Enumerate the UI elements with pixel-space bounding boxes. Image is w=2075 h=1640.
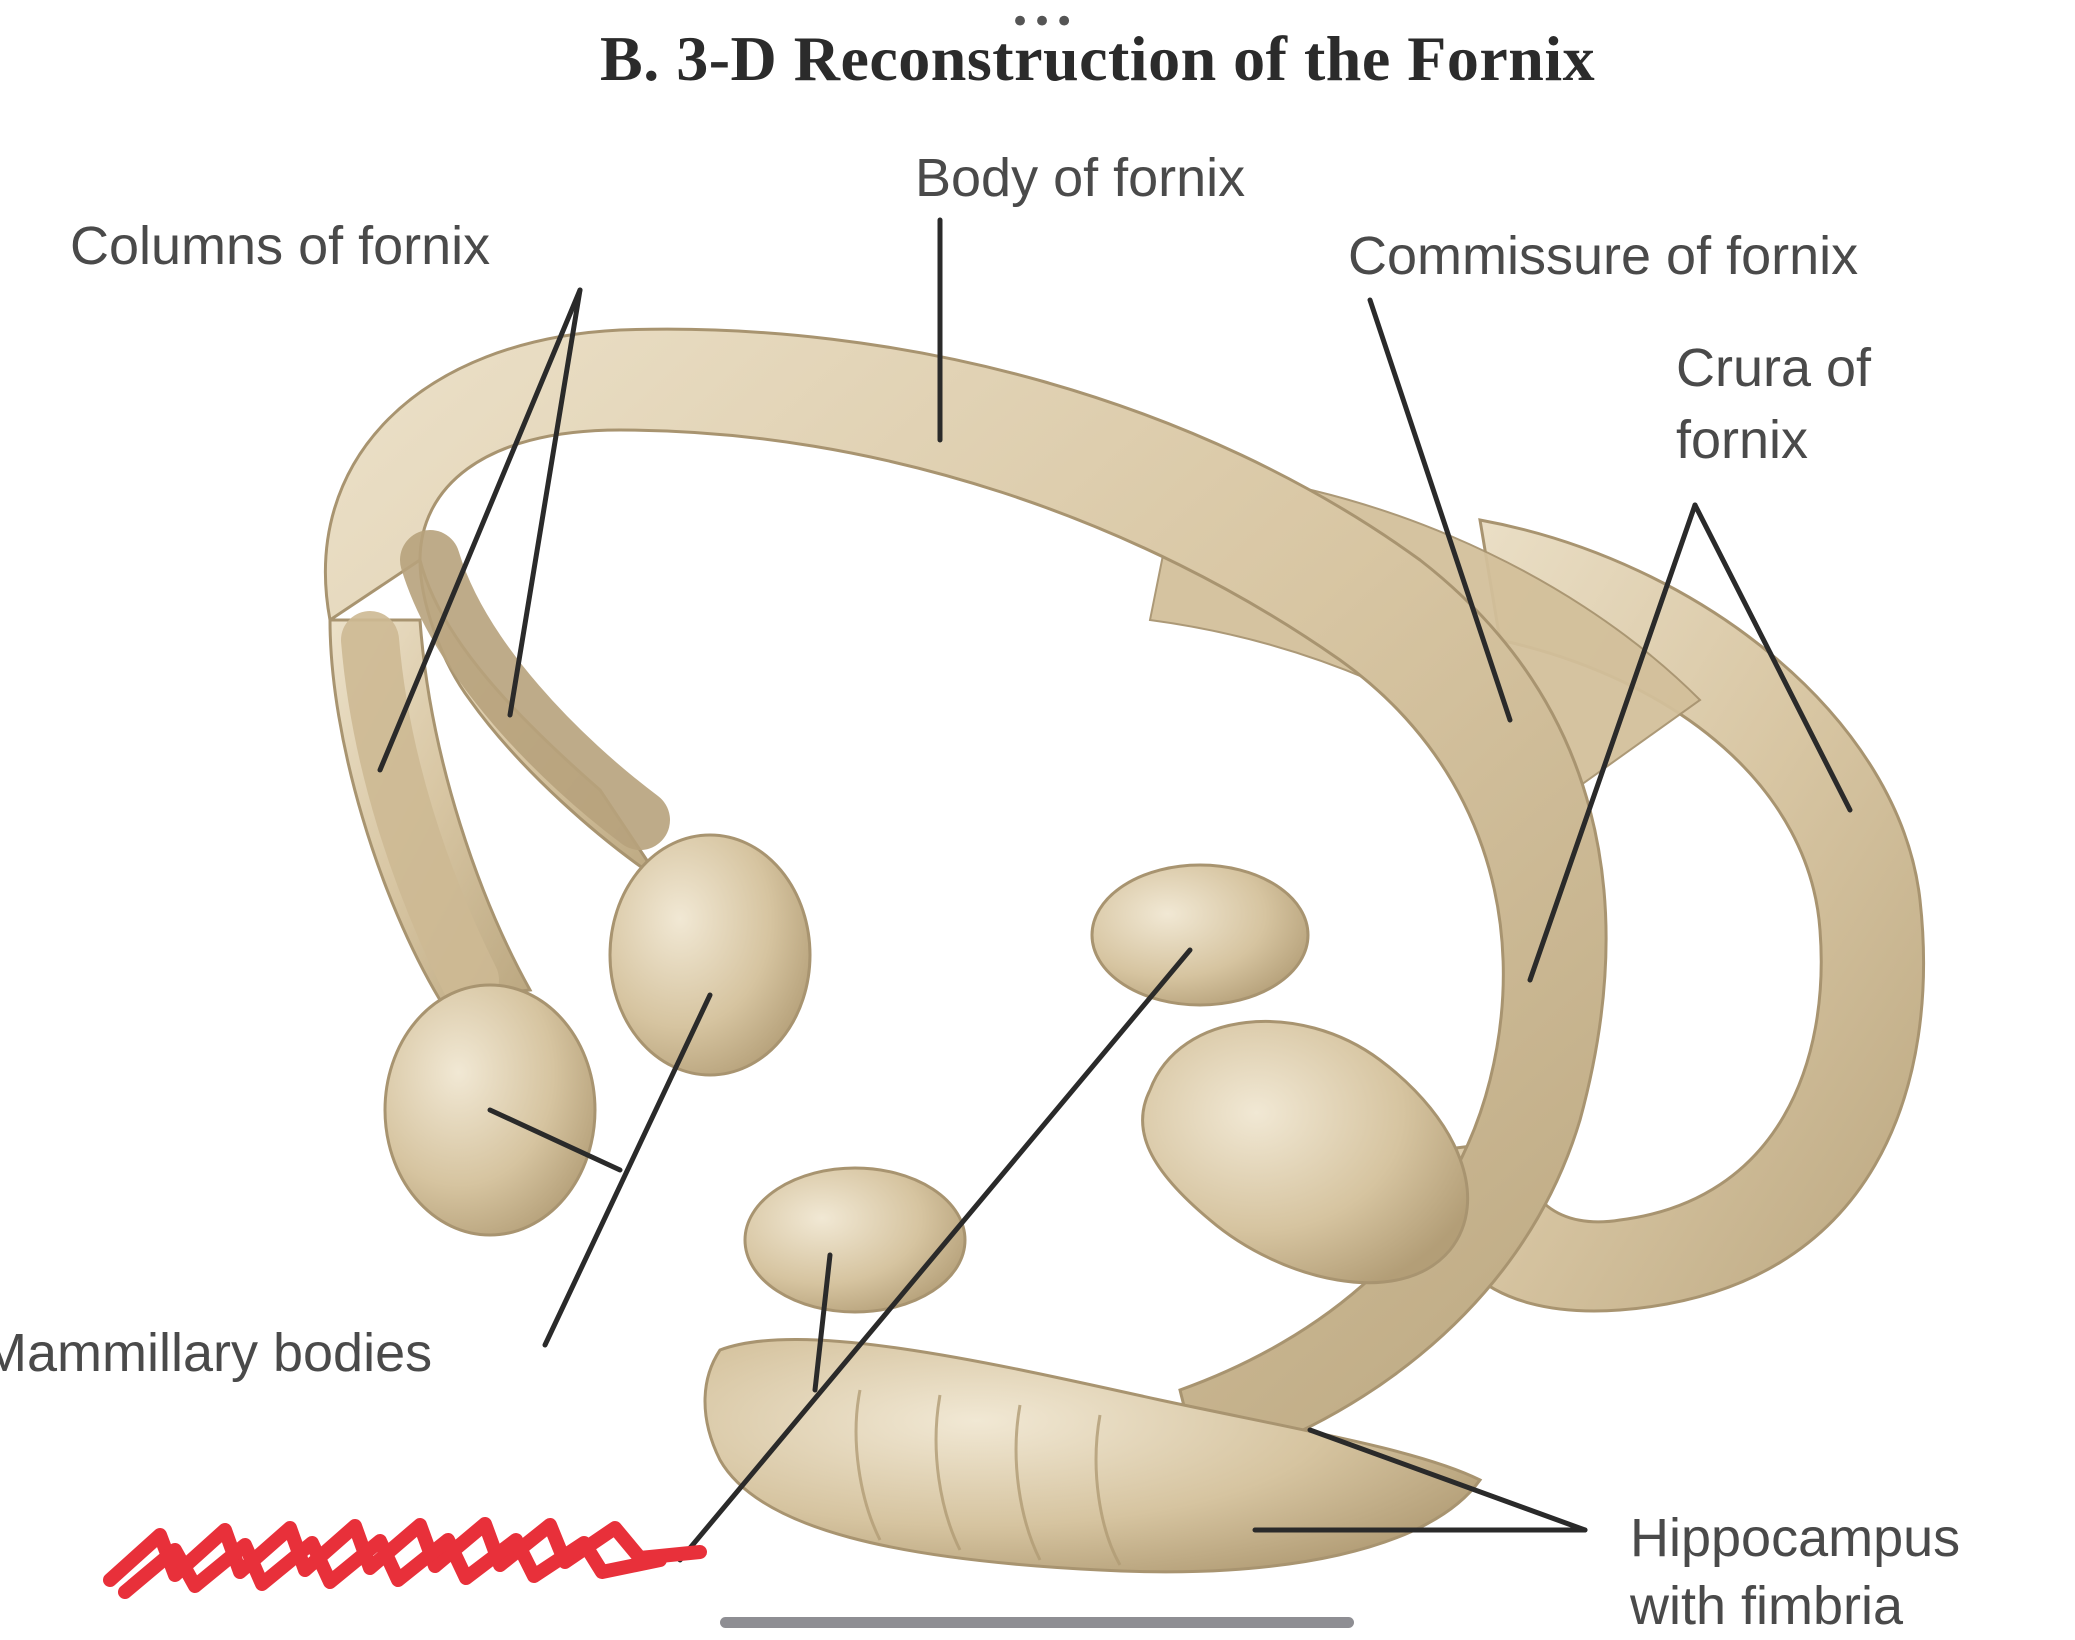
home-indicator[interactable] (720, 1617, 1354, 1628)
redaction-scribble (103, 1517, 707, 1599)
label-columns-of-fornix: Columns of fornix (70, 216, 491, 276)
label-body-of-fornix: Body of fornix (915, 148, 1246, 208)
label-crura-of-fornix-line2: fornix (1676, 410, 1809, 470)
mammillary-body-right (608, 833, 812, 1077)
fornix-body-arch (324, 327, 1608, 1472)
label-mammillary-bodies: Mammillary bodies (0, 1323, 433, 1383)
amygdala-like-body (1141, 1019, 1470, 1285)
small-nucleus-upper (1090, 863, 1310, 1007)
small-nucleus-lower (743, 1166, 967, 1314)
label-crura-of-fornix-line1: Crura of (1676, 338, 1872, 398)
figure-title: B. 3-D Reconstruction of the Fornix (600, 23, 1596, 94)
label-hippocampus-line1: Hippocampus (1630, 1508, 1961, 1568)
leader-lines (377, 217, 1853, 1563)
label-commissure-of-fornix: Commissure of fornix (1348, 226, 1859, 286)
label-hippocampus-line2: with fimbria (1630, 1576, 1904, 1636)
more-options-icon[interactable]: ••• (1010, 2, 1077, 42)
